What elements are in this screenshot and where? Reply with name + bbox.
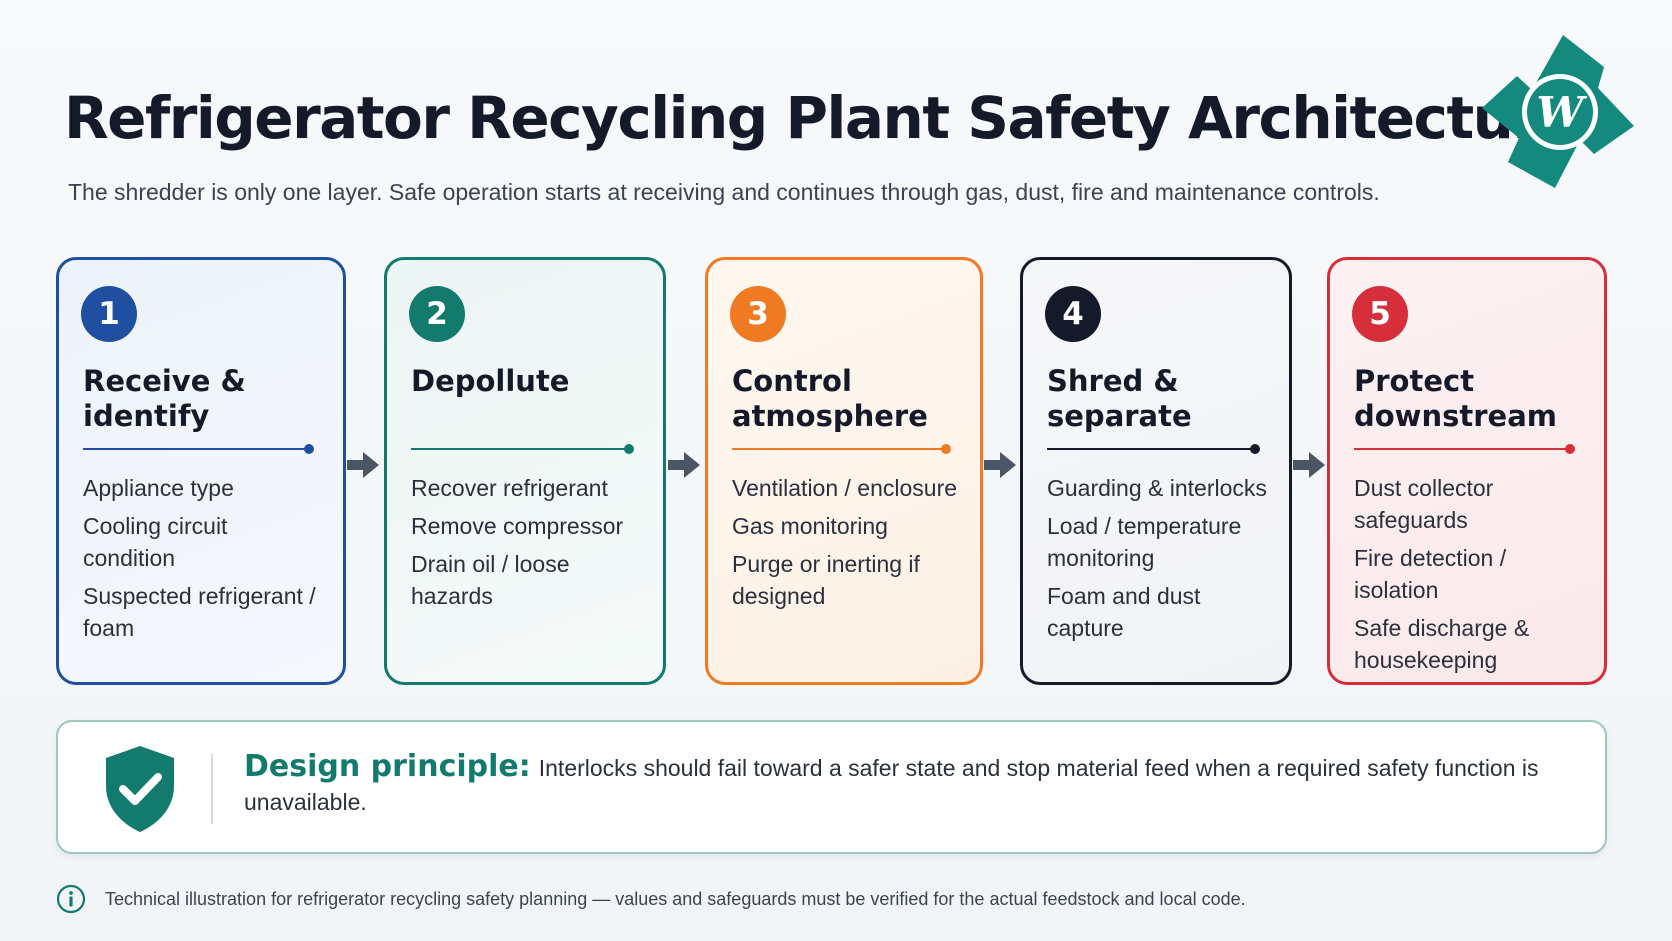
- list-item: Fire detection / isolation: [1354, 545, 1507, 603]
- shield-check-icon: [106, 746, 174, 832]
- list-item: Remove compressor: [411, 513, 624, 539]
- step-title: Shred & separate: [1047, 364, 1192, 433]
- step-item-list: Dust collector safeguards Fire detection…: [1354, 472, 1582, 676]
- step-title: Depollute: [411, 364, 570, 398]
- panel-divider: [211, 754, 213, 824]
- list-item: Suspected refrigerant / foam: [83, 583, 316, 641]
- list-item: Dust collector safeguards: [1354, 475, 1494, 533]
- step-number-badge: 3: [730, 286, 786, 342]
- page-title: Refrigerator Recycling Plant Safety Arch…: [64, 84, 1579, 152]
- list-item: Recover refrigerant: [411, 475, 608, 501]
- arrow-right-icon: [668, 452, 700, 478]
- page-subtitle: The shredder is only one layer. Safe ope…: [68, 179, 1380, 205]
- step-number-badge: 2: [409, 286, 465, 342]
- design-principle-text: Design principle:Interlocks should fail …: [244, 750, 1544, 819]
- list-item: Guarding & interlocks: [1047, 475, 1267, 501]
- footer-text: Technical illustration for refrigerator …: [105, 889, 1246, 909]
- list-item: Foam and dust capture: [1047, 583, 1201, 641]
- step-card-3: 3 Control atmosphere Ventilation / enclo…: [705, 257, 983, 685]
- step-item-list: Recover refrigerant Remove compressor Dr…: [411, 472, 641, 612]
- step-item-list: Appliance type Cooling circuit condition…: [83, 472, 321, 644]
- step-title: Protect downstream: [1354, 364, 1557, 433]
- design-principle-label: Design principle:: [244, 749, 531, 784]
- list-item: Safe discharge & housekeeping: [1354, 615, 1530, 673]
- list-item: Gas monitoring: [732, 513, 888, 539]
- info-icon: [56, 884, 86, 914]
- step-item-list: Ventilation / enclosure Gas monitoring P…: [732, 472, 958, 612]
- step-number-badge: 1: [81, 286, 137, 342]
- step-number-badge: 5: [1352, 286, 1408, 342]
- list-item: Drain oil / loose hazards: [411, 551, 570, 609]
- step-card-5: 5 Protect downstream Dust collector safe…: [1327, 257, 1607, 685]
- step-card-1: 1 Receive & identify Appliance type Cool…: [56, 257, 346, 685]
- gear-logo-icon: W: [1482, 35, 1634, 188]
- design-principle-panel: Design principle:Interlocks should fail …: [56, 720, 1607, 854]
- arrow-right-icon: [347, 452, 379, 478]
- design-principle-body: Interlocks should fail toward a safer st…: [244, 755, 1539, 815]
- step-divider: [83, 444, 314, 454]
- step-title: Receive & identify: [83, 364, 246, 433]
- arrow-right-icon: [984, 452, 1016, 478]
- list-item: Ventilation / enclosure: [732, 475, 958, 501]
- step-divider: [411, 444, 634, 454]
- step-item-list: Guarding & interlocks Load / temperature…: [1047, 472, 1267, 644]
- arrow-right-icon: [1293, 452, 1325, 478]
- step-card-4: 4 Shred & separate Guarding & interlocks…: [1020, 257, 1292, 685]
- step-title: Control atmosphere: [732, 364, 928, 433]
- list-item: Purge or inerting if designed: [732, 551, 920, 609]
- svg-text:W: W: [1536, 88, 1587, 137]
- list-item: Appliance type: [83, 475, 234, 501]
- list-item: Cooling circuit condition: [83, 513, 228, 571]
- list-item: Load / temperature monitoring: [1047, 513, 1242, 571]
- step-number-badge: 4: [1045, 286, 1101, 342]
- step-divider: [1047, 444, 1260, 454]
- step-card-2: 2 Depollute Recover refrigerant Remove c…: [384, 257, 666, 685]
- step-divider: [732, 444, 951, 454]
- step-divider: [1354, 444, 1575, 454]
